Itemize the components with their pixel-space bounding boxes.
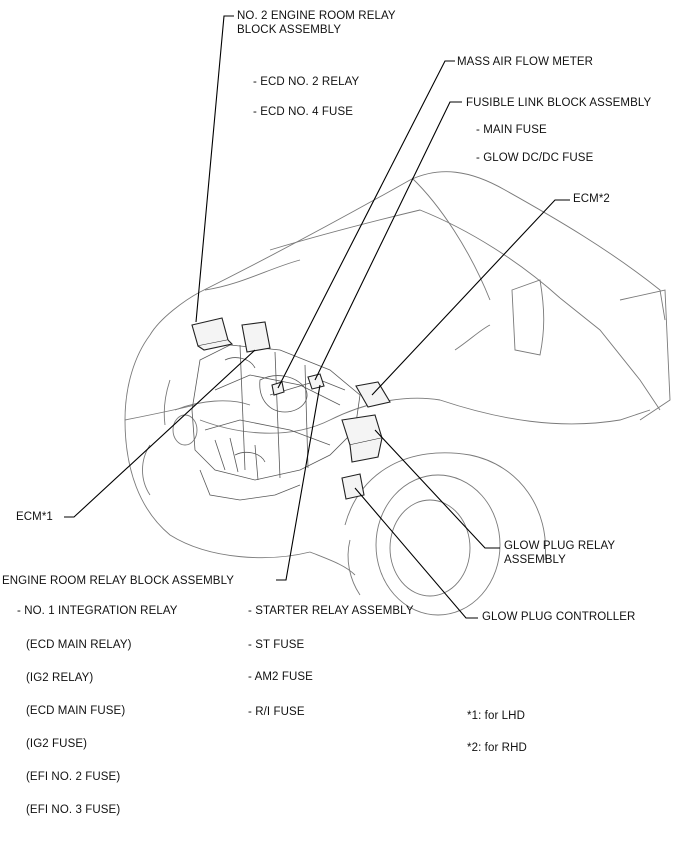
leader-lines xyxy=(64,15,570,619)
label-glow-plug-relay-line2: ASSEMBLY xyxy=(504,554,566,566)
label-no1-integration-relay: - NO. 1 INTEGRATION RELAY xyxy=(17,605,178,617)
label-ecd-no4-fuse: - ECD NO. 4 FUSE xyxy=(253,106,354,118)
label-ecm1: ECM*1 xyxy=(16,511,53,523)
label-no2-engine-room-relay-block-line2: BLOCK ASSEMBLY xyxy=(237,24,342,36)
label-glow-plug-relay: GLOW PLUG RELAY xyxy=(504,540,616,552)
label-main-fuse: - MAIN FUSE xyxy=(476,124,547,136)
label-fusible-link-block: FUSIBLE LINK BLOCK ASSEMBLY xyxy=(466,97,652,109)
fusible-link-part xyxy=(307,373,325,390)
label-ecm2: ECM*2 xyxy=(573,193,610,205)
label-am2-fuse: - AM2 FUSE xyxy=(248,671,313,683)
label-efi-no3-fuse: (EFI NO. 3 FUSE) xyxy=(26,804,121,816)
footnote-lhd: *1: for LHD xyxy=(467,710,525,722)
leader-ecm1 xyxy=(64,349,256,518)
leader-mass-air-flow xyxy=(277,60,455,389)
leader-fusible-link xyxy=(314,101,462,381)
label-ig2-relay: (IG2 RELAY) xyxy=(26,672,94,684)
ecm1-part xyxy=(241,321,271,353)
mass-air-flow-part xyxy=(271,381,285,396)
label-ecd-no2-relay: - ECD NO. 2 RELAY xyxy=(253,76,360,88)
leader-engine-room-relay xyxy=(276,384,321,581)
label-ecd-main-fuse: (ECD MAIN FUSE) xyxy=(26,705,126,717)
label-ig2-fuse: (IG2 FUSE) xyxy=(26,738,88,750)
leader-glow-plug-relay xyxy=(374,429,500,549)
label-st-fuse: - ST FUSE xyxy=(248,639,305,651)
car-body-outline xyxy=(124,171,671,616)
leader-ecm2 xyxy=(371,199,570,396)
leader-no2-relay-block xyxy=(195,15,234,323)
label-no2-engine-room-relay-block: NO. 2 ENGINE ROOM RELAY xyxy=(237,10,396,22)
label-glow-dcdc-fuse: - GLOW DC/DC FUSE xyxy=(476,152,594,164)
engine-sketch xyxy=(191,344,361,501)
component-parts xyxy=(191,317,391,500)
footnote-rhd: *2: for RHD xyxy=(467,742,527,754)
label-mass-air-flow-meter: MASS AIR FLOW METER xyxy=(457,56,594,68)
label-efi-no2-fuse: (EFI NO. 2 FUSE) xyxy=(26,771,121,783)
label-starter-relay: - STARTER RELAY ASSEMBLY xyxy=(248,605,414,617)
label-engine-room-relay-block: ENGINE ROOM RELAY BLOCK ASSEMBLY xyxy=(2,575,234,587)
label-ri-fuse: - R/I FUSE xyxy=(248,706,305,718)
label-ecd-main-relay: (ECD MAIN RELAY) xyxy=(26,639,132,651)
label-glow-plug-controller: GLOW PLUG CONTROLLER xyxy=(482,611,636,623)
leader-glow-plug-controller xyxy=(354,487,478,619)
